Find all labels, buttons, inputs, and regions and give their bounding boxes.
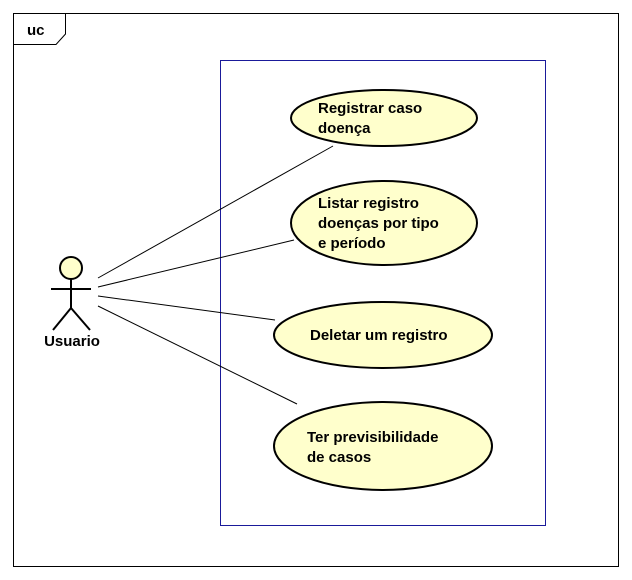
actor-head <box>59 256 83 280</box>
use-case-label: Registrar caso <box>318 100 422 117</box>
actor-usuario[interactable]: Usuario <box>44 256 100 350</box>
use-case-ellipse <box>273 301 493 369</box>
actor-leg-right <box>70 307 91 331</box>
frame-label-tab <box>13 13 66 45</box>
use-case-registrar-caso[interactable]: Registrar caso doença <box>290 89 478 147</box>
use-case-label: doença <box>318 120 371 137</box>
use-case-ellipse <box>290 89 478 147</box>
frame-label: uc <box>27 22 45 39</box>
use-case-label: doenças por tipo <box>318 215 439 232</box>
use-case-label: Deletar um registro <box>310 327 448 344</box>
use-case-ellipse <box>273 401 493 491</box>
use-case-label: Listar registro <box>318 195 419 212</box>
actor-name: Usuario <box>44 333 100 350</box>
actor-leg-left <box>52 307 72 331</box>
use-case-ellipse <box>290 180 478 266</box>
association-uc4 <box>97 305 298 405</box>
use-case-listar-registro[interactable]: Listar registro doenças por tipo e perío… <box>290 180 478 266</box>
use-case-label: de casos <box>307 449 371 466</box>
use-case-ter-previsibilidade[interactable]: Ter previsibilidade de casos <box>273 401 493 491</box>
association-uc3 <box>97 295 276 321</box>
use-case-label: e período <box>318 235 386 252</box>
association-uc1 <box>97 145 334 279</box>
use-case-deletar-registro[interactable]: Deletar um registro <box>273 301 493 369</box>
association-uc2 <box>97 239 295 288</box>
use-case-label: Ter previsibilidade <box>307 429 438 446</box>
